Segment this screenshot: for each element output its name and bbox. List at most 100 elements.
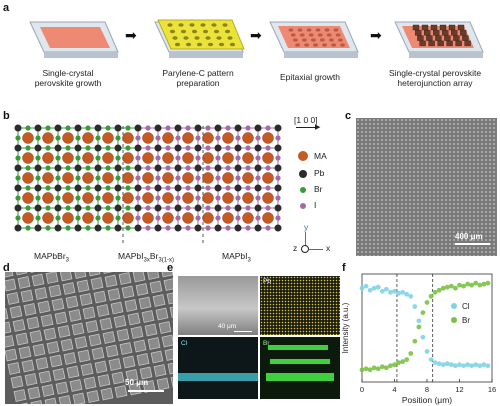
halide-atom	[135, 135, 141, 141]
micro-block	[23, 303, 37, 316]
block	[437, 40, 444, 47]
data-point-cl	[436, 361, 442, 367]
halide-atom	[95, 135, 101, 141]
halide-atom	[105, 165, 111, 171]
block	[453, 35, 460, 41]
data-point-cl	[367, 287, 373, 293]
block	[421, 24, 429, 31]
halide-atom	[155, 135, 161, 141]
legend-br-marker	[451, 317, 457, 323]
pb-atom	[114, 224, 122, 232]
step-4-caption: Single-crystal perovskite heterojunction…	[388, 68, 482, 88]
pb-atom	[74, 204, 82, 212]
halide-atom	[75, 195, 81, 201]
halide-atom	[155, 195, 161, 201]
ma-atom	[222, 172, 234, 184]
micro-block	[127, 312, 141, 326]
halide-atom	[35, 155, 41, 161]
micro-block	[58, 395, 72, 404]
halide-atom	[175, 195, 181, 201]
halide-atom	[185, 205, 191, 211]
halide-atom	[45, 145, 51, 151]
micro-block	[122, 355, 136, 369]
halide-atom	[235, 155, 241, 161]
halide-atom	[15, 135, 21, 141]
halide-atom	[115, 175, 121, 181]
data-point-cl	[448, 362, 454, 368]
data-point-br	[453, 285, 458, 291]
pb-atom	[34, 164, 42, 172]
ma-atom	[262, 152, 274, 164]
micro-block	[130, 326, 144, 339]
legend-i-label: I	[314, 200, 317, 210]
ma-atom	[242, 132, 254, 144]
pb-atom	[134, 164, 142, 172]
pb-atom	[214, 204, 222, 212]
ma-atom	[162, 192, 174, 204]
pb-atom	[214, 164, 222, 172]
halide-atom	[185, 145, 191, 151]
halide-atom	[205, 185, 211, 191]
pb-atom	[174, 204, 182, 212]
micro-block	[170, 375, 173, 388]
hole	[174, 42, 181, 47]
legend-cl-marker	[451, 303, 457, 309]
data-point-cl	[432, 360, 438, 366]
micro-block	[45, 272, 59, 284]
ma-atom	[262, 192, 274, 204]
micro-block	[107, 288, 121, 301]
panel-label-f: f	[342, 262, 346, 274]
pb-atom	[234, 164, 242, 172]
micro-block	[138, 296, 152, 310]
micro-block	[155, 307, 169, 321]
legend-br-dot	[300, 187, 306, 193]
data-point-cl	[485, 363, 491, 369]
micro-block	[101, 272, 115, 274]
eds-map-pb	[260, 276, 340, 335]
data-point-cl	[383, 286, 389, 292]
micro-block	[60, 338, 74, 352]
micro-block	[20, 289, 34, 303]
halide-atom	[265, 165, 271, 171]
halide-atom	[105, 145, 111, 151]
data-point-cl	[477, 363, 483, 369]
micro-block	[30, 400, 44, 404]
step-1-caption: Single-crystal perovskite growth	[34, 68, 102, 88]
eds-label-br: Br	[263, 340, 270, 347]
halide-atom	[95, 195, 101, 201]
micro-block	[91, 347, 105, 360]
halide-atom	[255, 135, 261, 141]
halide-atom	[255, 195, 261, 201]
data-point-cl	[420, 334, 426, 340]
micro-block	[44, 397, 58, 404]
pb-atom	[194, 164, 202, 172]
ma-atom	[222, 192, 234, 204]
eds-map-br	[260, 337, 340, 399]
pb-atom	[194, 144, 202, 152]
halide-atom	[145, 145, 151, 151]
micro-block	[21, 359, 35, 373]
hole	[172, 36, 178, 40]
micro-block	[164, 348, 173, 361]
halide-atom	[85, 205, 91, 211]
halide-atom	[225, 165, 231, 171]
ma-atom	[222, 132, 234, 144]
data-point-cl	[379, 288, 385, 294]
halide-atom	[45, 185, 51, 191]
pb-atom	[254, 204, 262, 212]
micro-block	[5, 335, 15, 348]
ma-atom	[162, 172, 174, 184]
ma-atom	[242, 192, 254, 204]
data-point-br	[371, 365, 377, 371]
ma-atom	[202, 172, 214, 184]
hole	[180, 29, 187, 34]
ma-atom	[42, 132, 54, 144]
halide-atom	[125, 225, 131, 231]
pb-atom	[94, 164, 102, 172]
halide-atom	[65, 205, 71, 211]
hole	[191, 29, 198, 34]
halide-atom	[35, 215, 41, 221]
halide-atom	[225, 225, 231, 231]
epi-dot	[295, 43, 300, 47]
pb-atom	[194, 184, 202, 192]
